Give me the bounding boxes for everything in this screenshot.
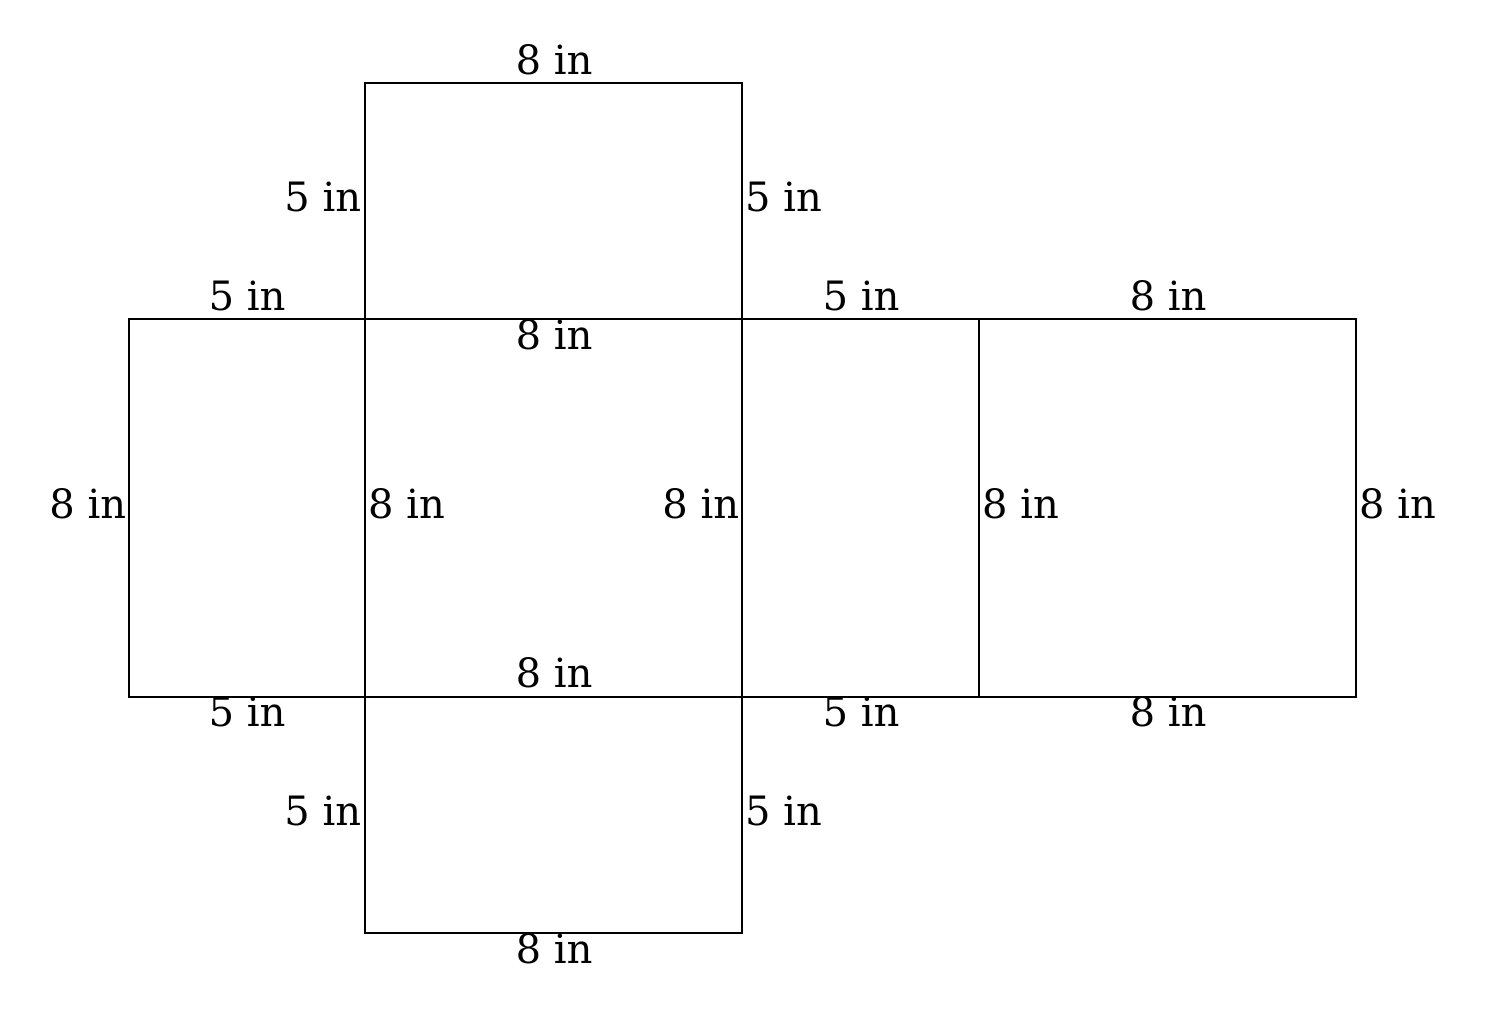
back-face-bottom-label: 8 in: [1130, 690, 1207, 736]
back-face-right-label: 8 in: [1359, 482, 1436, 528]
right-face-top-label: 5 in: [823, 274, 900, 320]
back-face: [978, 318, 1357, 698]
top-face-top-label: 8 in: [516, 38, 593, 84]
left-face: [128, 318, 366, 698]
left-face-top-label: 5 in: [209, 274, 286, 320]
back-face-left-label: 8 in: [982, 482, 1059, 528]
front-face-bottom-label: 8 in: [516, 651, 593, 697]
top-face-right-label: 5 in: [745, 175, 822, 221]
top-face-left-label: 5 in: [284, 175, 361, 221]
front-face-top-label: 8 in: [516, 313, 593, 359]
left-face-left-label: 8 in: [49, 482, 126, 528]
right-face-bottom-label: 5 in: [823, 690, 900, 736]
back-face-top-label: 8 in: [1130, 274, 1207, 320]
bottom-face-right-label: 5 in: [745, 789, 822, 835]
right-face: [741, 318, 980, 698]
top-face: [364, 82, 743, 320]
left-face-bottom-label: 5 in: [209, 690, 286, 736]
bottom-face: [364, 696, 743, 934]
bottom-face-bottom-label: 8 in: [516, 927, 593, 973]
bottom-face-left-label: 5 in: [284, 789, 361, 835]
front-face-right-label: 8 in: [662, 482, 739, 528]
front-face-left-label: 8 in: [368, 482, 445, 528]
